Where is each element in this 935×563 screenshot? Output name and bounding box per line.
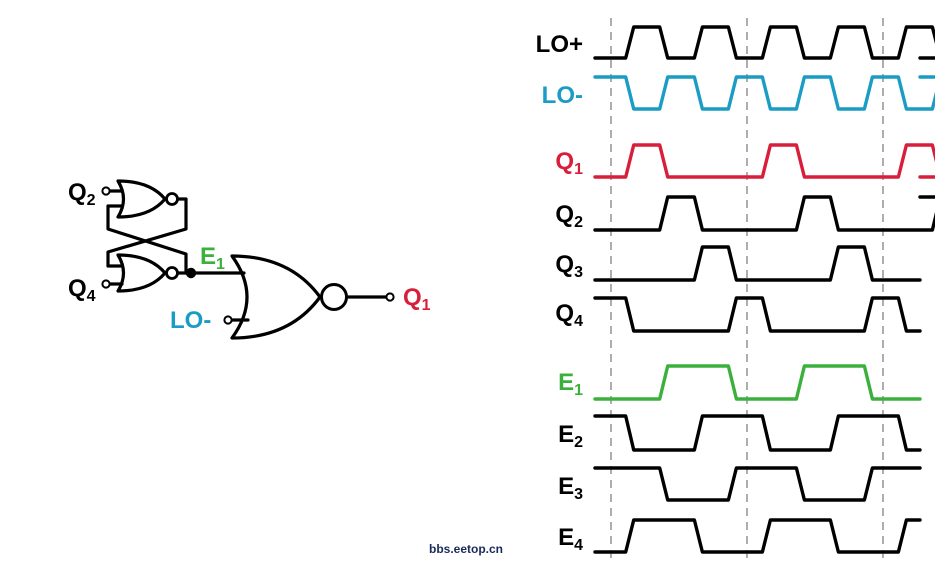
nor-gate-top-bubble	[165, 192, 179, 206]
signal-label-q1: Q1	[555, 148, 583, 178]
signal-label-q4: Q4	[555, 300, 583, 330]
terminal-q2	[101, 186, 111, 196]
nor-gate-main	[230, 254, 322, 340]
nor-gate-main-bubble	[320, 283, 348, 311]
terminal-q4	[101, 279, 111, 289]
timing-grid	[610, 18, 884, 558]
waveform-q1	[593, 143, 935, 179]
nor-gate-bottom-bubble	[165, 266, 179, 280]
signal-label-e1: E1	[558, 369, 583, 399]
signal-label-e3: E3	[558, 473, 583, 503]
label-out-q1: Q1	[403, 284, 431, 314]
waveform-lo-minus	[593, 75, 935, 111]
waveform-q2	[593, 195, 935, 232]
signal-label-e2: E2	[558, 421, 583, 451]
timing-waveforms	[593, 25, 935, 554]
terminal-lo-minus	[223, 315, 233, 325]
signal-label-lo-plus: LO+	[536, 31, 583, 58]
waveform-q4	[593, 296, 922, 333]
waveform-e1	[593, 364, 922, 401]
signal-label-lo-minus: LO-	[542, 82, 583, 109]
label-in-lo-minus: LO-	[170, 307, 211, 334]
watermark: bbs.eetop.cn	[429, 542, 503, 556]
waveform-q3	[593, 245, 922, 282]
signal-label-e4: E4	[558, 524, 583, 554]
label-in-q4: Q4	[68, 275, 96, 305]
logic-circuit	[101, 179, 395, 340]
label-node-e1: E1	[200, 243, 225, 273]
node-e1-junction	[185, 267, 197, 279]
nor-gate-top	[116, 179, 167, 219]
signal-label-q3: Q3	[555, 251, 583, 281]
wire-feedback-bottom	[106, 204, 188, 275]
label-in-q2: Q2	[68, 179, 96, 209]
waveform-e4	[593, 518, 922, 554]
terminal-q1-out	[385, 292, 395, 302]
signal-label-q2: Q2	[555, 201, 583, 231]
waveform-e3	[593, 466, 922, 502]
waveform-e2	[593, 414, 922, 452]
nor-gate-bottom	[116, 253, 167, 293]
waveform-lo-plus	[593, 25, 935, 60]
